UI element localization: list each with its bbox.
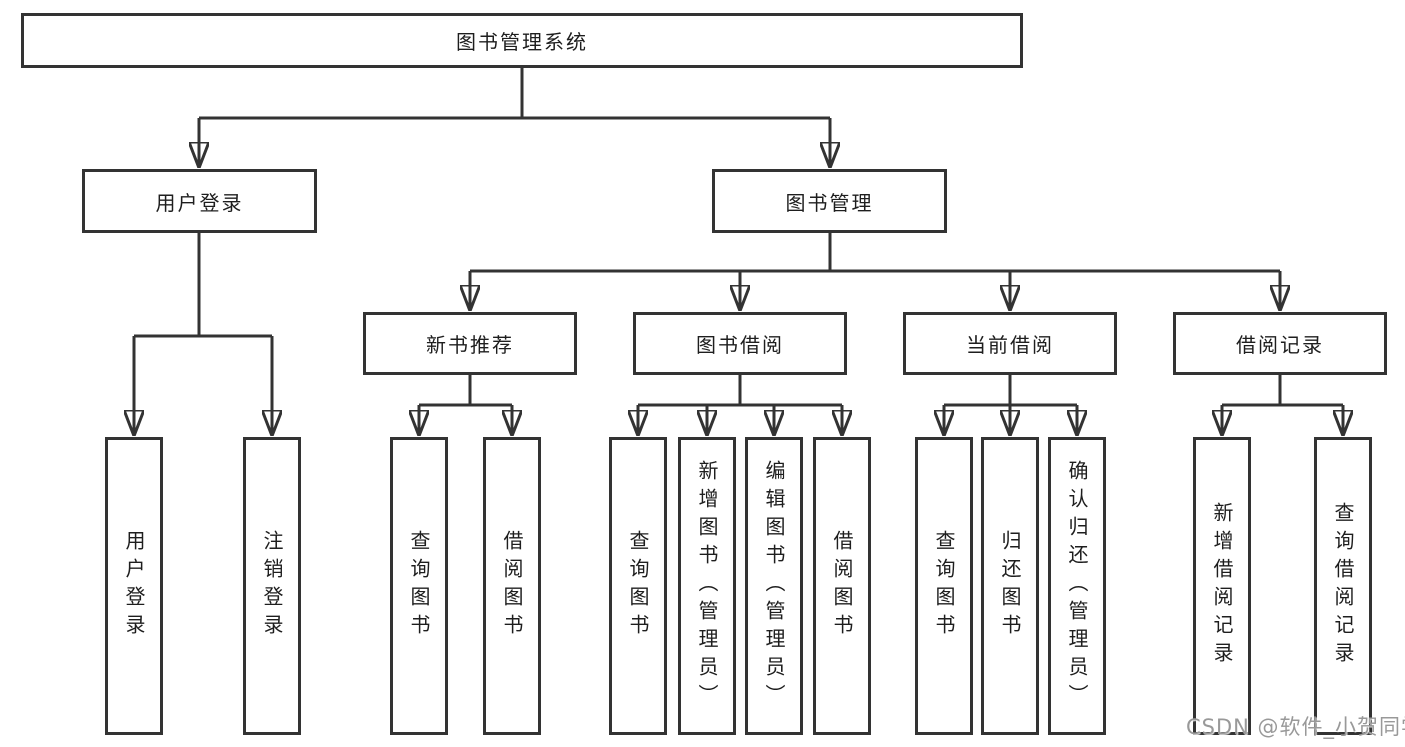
node-borrow-records-label: 借阅记录 [1236, 333, 1324, 357]
leaf-bb-query-books-label: 查询图书 [626, 530, 650, 642]
connector-userlogin-trunk [134, 233, 272, 338]
leaf-user-login-label: 用户登录 [122, 530, 146, 642]
leaf-bb-borrow-books: 借阅图书 [813, 437, 871, 735]
leaf-bb-edit-books-admin-label: 编辑图书（管理员） [762, 460, 786, 712]
leaf-cb-return-books: 归还图书 [981, 437, 1039, 735]
leaf-nbr-query-books-label: 查询图书 [407, 530, 431, 642]
node-book-management: 图书管理 [712, 169, 947, 233]
connector-newbook-trunk [419, 375, 512, 407]
node-user-login: 用户登录 [82, 169, 317, 233]
node-current-borrow-label: 当前借阅 [966, 333, 1054, 357]
leaf-user-login: 用户登录 [105, 437, 163, 735]
connector-borrowrecord-trunk [1222, 375, 1343, 407]
connector-bookmgmt-trunk [470, 233, 1280, 273]
leaf-nbr-query-books: 查询图书 [390, 437, 448, 735]
node-book-management-label: 图书管理 [785, 190, 874, 215]
node-book-borrow: 图书借阅 [633, 312, 847, 375]
leaf-nbr-borrow-books: 借阅图书 [483, 437, 541, 735]
node-new-book-recommend: 新书推荐 [363, 312, 577, 375]
node-book-borrow-label: 图书借阅 [696, 333, 784, 357]
connector-currentborrow-trunk [944, 375, 1077, 407]
leaf-cb-return-books-label: 归还图书 [998, 530, 1022, 642]
leaf-bb-edit-books-admin: 编辑图书（管理员） [745, 437, 803, 735]
leaf-nbr-borrow-books-label: 借阅图书 [500, 530, 524, 642]
leaf-br-query-record: 查询借阅记录 [1314, 437, 1372, 735]
leaf-bb-add-books-admin-label: 新增图书（管理员） [695, 460, 719, 712]
node-library-system: 图书管理系统 [21, 13, 1023, 68]
leaf-cb-query-books-label: 查询图书 [932, 530, 956, 642]
leaf-cb-query-books: 查询图书 [915, 437, 973, 735]
node-new-book-recommend-label: 新书推荐 [426, 333, 514, 357]
leaf-br-add-record: 新增借阅记录 [1193, 437, 1251, 735]
connector-bookborrow-trunk [638, 375, 842, 407]
connector-root-trunk [199, 68, 830, 120]
leaf-bb-query-books: 查询图书 [609, 437, 667, 735]
node-library-system-label: 图书管理系统 [456, 30, 588, 54]
node-current-borrow: 当前借阅 [903, 312, 1117, 375]
leaf-logout-login: 注销登录 [243, 437, 301, 735]
leaf-br-query-record-label: 查询借阅记录 [1331, 502, 1355, 670]
node-borrow-records: 借阅记录 [1173, 312, 1387, 375]
leaf-logout-login-label: 注销登录 [260, 530, 284, 642]
leaf-bb-add-books-admin: 新增图书（管理员） [678, 437, 736, 735]
leaf-br-add-record-label: 新增借阅记录 [1210, 502, 1234, 670]
leaf-cb-confirm-return-admin: 确认归还（管理员） [1048, 437, 1106, 735]
csdn-watermark: CSDN @软件_小贺同学 [1186, 715, 1405, 739]
leaf-bb-borrow-books-label: 借阅图书 [830, 530, 854, 642]
node-user-login-label: 用户登录 [155, 190, 244, 215]
leaf-cb-confirm-return-admin-label: 确认归还（管理员） [1065, 460, 1089, 712]
